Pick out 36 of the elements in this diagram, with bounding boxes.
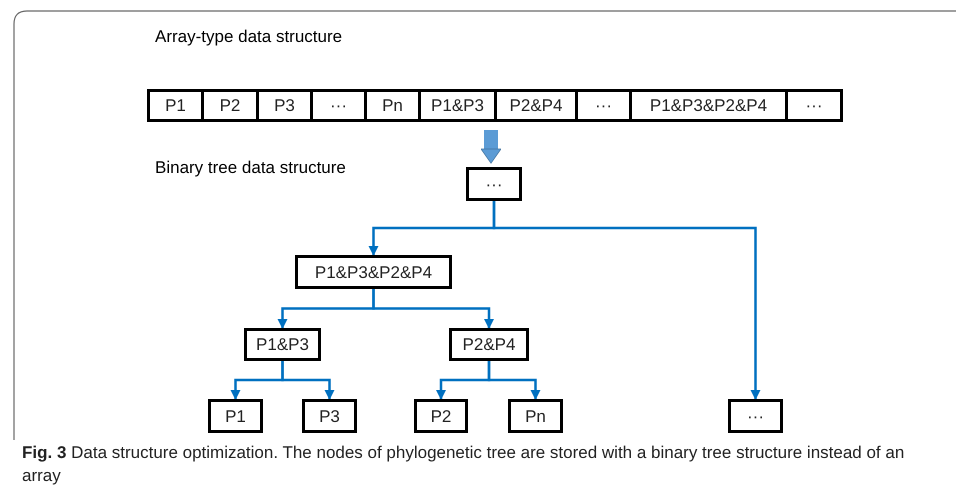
node-text: Pn <box>525 408 546 424</box>
tree-node-box <box>295 255 452 289</box>
node-text: P1 <box>225 408 246 424</box>
node-text: ··· <box>486 176 502 192</box>
tree-connector <box>372 289 494 329</box>
section-title: Array-type data structure <box>155 26 342 48</box>
tree-node-box <box>244 328 321 361</box>
tree-node-box <box>302 399 357 433</box>
node-text: P2&P4 <box>462 336 516 353</box>
node-text: P1&P3&P2&P4 <box>314 264 432 280</box>
tree-node-box <box>728 399 783 433</box>
node-text: ··· <box>330 97 347 114</box>
node-text: P2&P4 <box>510 97 562 114</box>
node-text: Pn <box>382 97 403 114</box>
node-text: P2 <box>430 408 452 424</box>
node-text: P1 <box>165 97 186 114</box>
tree-node-box <box>508 399 563 433</box>
tree-connector <box>492 201 760 400</box>
node-text: P3 <box>319 408 340 424</box>
node-text: P1&P3&P2&P4 <box>650 97 768 114</box>
node-text: ··· <box>747 408 764 424</box>
tree-node-box <box>414 399 468 433</box>
node-text: ··· <box>595 97 612 114</box>
figure-caption: Fig. 3 Data structure optimization. The nodes of phylogenetic tree are stored with a binary tree structure instead of an array <box>22 442 906 487</box>
node-text: P2 <box>220 97 240 114</box>
node-text: ··· <box>806 97 822 114</box>
tree-connector <box>281 361 334 400</box>
node-text: P1&P3 <box>256 336 309 353</box>
section-title: Binary tree data structure <box>155 157 346 179</box>
tree-node-box <box>208 399 263 433</box>
block-arrow <box>480 130 502 164</box>
tree-connector <box>488 361 540 400</box>
tree-node-box <box>466 167 522 201</box>
tree-node-box <box>449 328 529 361</box>
node-text: P3 <box>274 97 295 114</box>
node-text: P1&P3 <box>431 97 484 114</box>
